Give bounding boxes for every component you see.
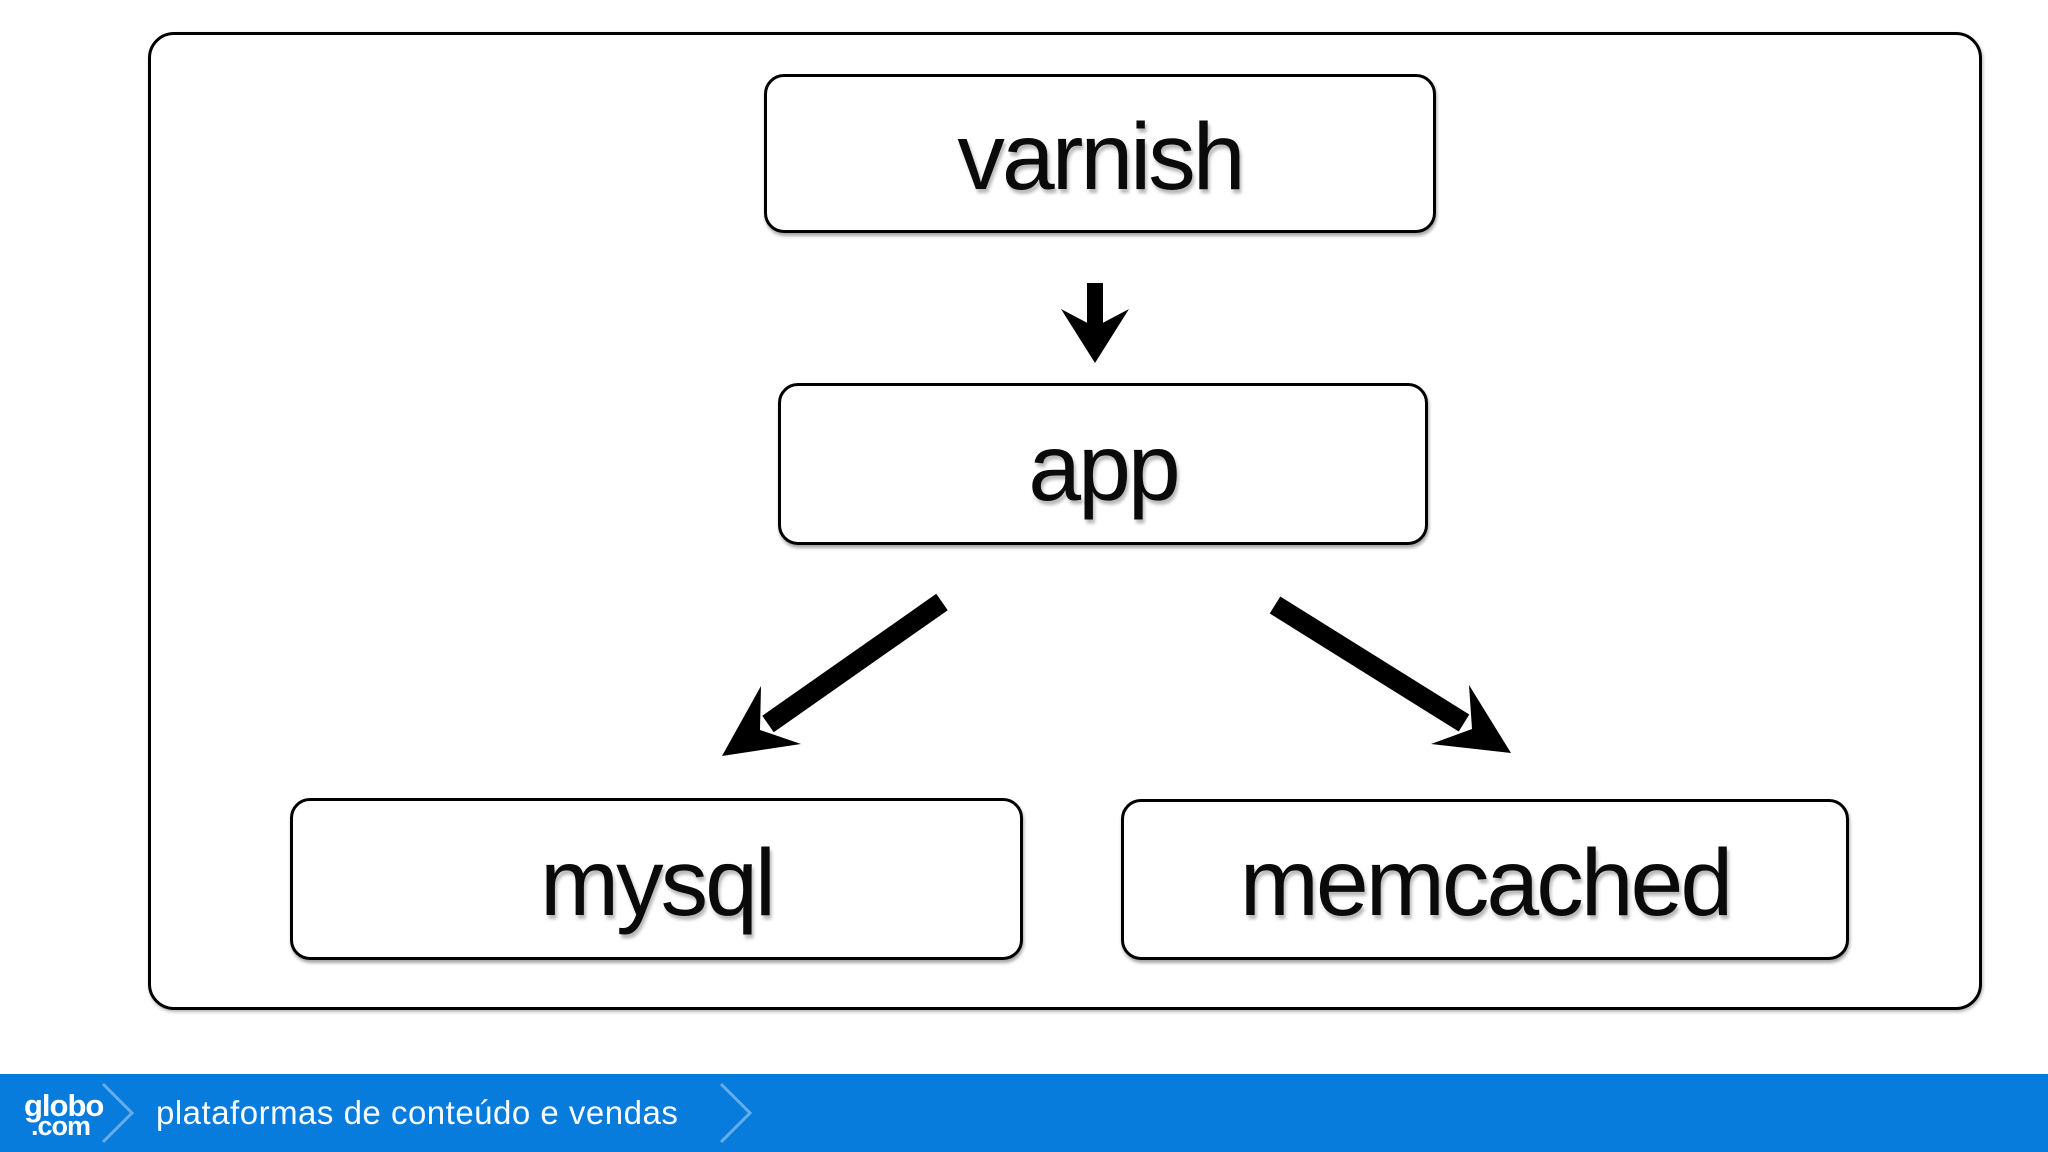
- node-memcached: memcached: [1121, 799, 1849, 960]
- logo-text-com: .com: [31, 1111, 91, 1141]
- chevron-separator-icon: [720, 1082, 753, 1144]
- chevron-separator-icon: [101, 1082, 135, 1144]
- node-varnish-label: varnish: [957, 104, 1245, 210]
- node-mysql: mysql: [290, 798, 1023, 960]
- node-app-label: app: [1028, 414, 1181, 521]
- node-app: app: [778, 383, 1428, 545]
- footer-bar: globo .com plataformas de conteúdo e ven…: [0, 1074, 2048, 1152]
- footer-title: plataformas de conteúdo e vendas: [156, 1094, 679, 1131]
- node-memcached-label: memcached: [1239, 830, 1733, 936]
- node-varnish: varnish: [764, 74, 1436, 233]
- globo-com-logo: globo .com: [24, 1088, 104, 1141]
- node-mysql-label: mysql: [539, 829, 776, 936]
- logo-text-globo: globo: [24, 1088, 104, 1123]
